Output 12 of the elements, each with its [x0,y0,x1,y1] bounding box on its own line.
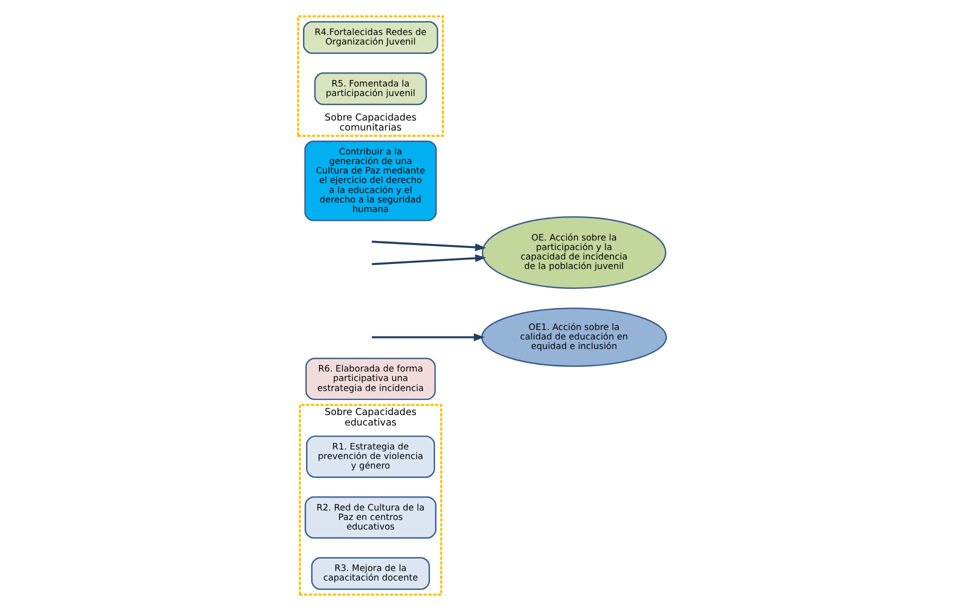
arrow [372,240,486,252]
node-box: R2. Red de Cultura de la Paz en centros educativos [304,496,436,539]
node-ellipse: OE. Acción sobre la participación y la capacidad de incidencia de la población juvenil [482,216,666,289]
arrow [372,254,486,266]
node-box: R5. Fomentada la participación juvenil [314,72,427,106]
node-ellipse: OE1. Acción sobre la calidad de educación en equidad e inclusión [481,308,667,367]
node-box: R3. Mejora de la capacitación docente [311,557,430,590]
node-box: Contribuir a la generación de una Cultura de Paz mediante el ejercicio del derecho a la educación y el derecho a la seguridad humana [304,140,437,222]
node-box: R4.Fortalecidas Redes de Organización Juvenil [302,21,438,54]
arrow [372,333,485,342]
node-box: R6. Elaborada de forma participativa una estrategia de incidencia [305,358,436,400]
node-box: R1. Estrategia de prevención de violencia y género [306,436,436,478]
